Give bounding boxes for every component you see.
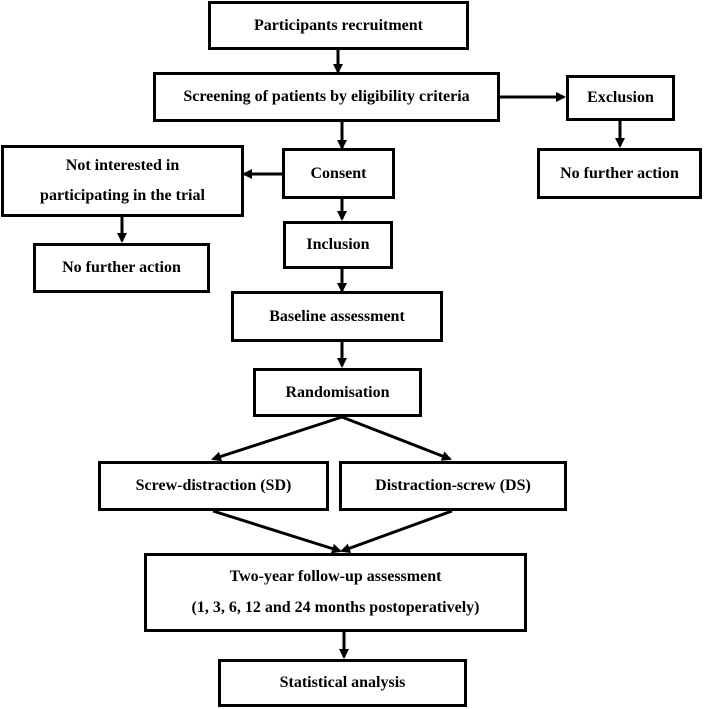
exclusion-label: Exclusion — [587, 89, 654, 106]
screening-label: Screening of patients by eligibility cri… — [183, 88, 470, 105]
inclusion-label: Inclusion — [306, 236, 370, 253]
randomisation-label: Randomisation — [285, 383, 390, 401]
not-interested-action-label: No further action — [62, 259, 181, 276]
exclusion-box: Exclusion — [566, 75, 675, 121]
arm-ds-box: Distraction-screw (DS) — [339, 461, 567, 511]
baseline-box: Baseline assessment — [231, 291, 443, 342]
followup-label-line1: Two-year follow-up assessment — [229, 568, 442, 586]
not-interested-label-line2: participating in the trial — [40, 187, 205, 204]
exclusion-action-box: No further action — [537, 148, 702, 199]
not-interested-action-box: No further action — [33, 243, 210, 293]
not-interested-label-line1: Not interested in — [65, 156, 180, 174]
followup-label-line2: (1, 3, 6, 12 and 24 months postoperative… — [191, 598, 480, 616]
screening-box: Screening of patients by eligibility cri… — [153, 72, 500, 122]
baseline-label: Baseline assessment — [269, 307, 405, 325]
followup-box: Two-year follow-up assessment (1, 3, 6, … — [144, 553, 527, 632]
consent-box: Consent — [282, 148, 395, 199]
arrow-randomisation-to-ds — [341, 415, 452, 461]
not-interested-box: Not interested in participating in the t… — [1, 145, 244, 217]
arrow-ds-to-followup — [340, 509, 453, 553]
arrow-sd-to-followup — [212, 509, 342, 554]
arm-ds-label: Distraction-screw (DS) — [375, 477, 531, 494]
analysis-label: Statistical analysis — [279, 674, 406, 691]
exclusion-action-label: No further action — [560, 164, 679, 182]
inclusion-box: Inclusion — [283, 221, 393, 269]
recruitment-box: Participants recruitment — [208, 1, 469, 50]
arrow-randomisation-to-sd — [211, 415, 343, 462]
randomisation-box: Randomisation — [253, 368, 422, 417]
arm-sd-box: Screw-distraction (SD) — [98, 461, 329, 511]
analysis-box: Statistical analysis — [218, 659, 467, 707]
recruitment-label: Participants recruitment — [254, 16, 423, 34]
consent-label: Consent — [310, 164, 367, 182]
arm-sd-label: Screw-distraction (SD) — [135, 477, 292, 494]
